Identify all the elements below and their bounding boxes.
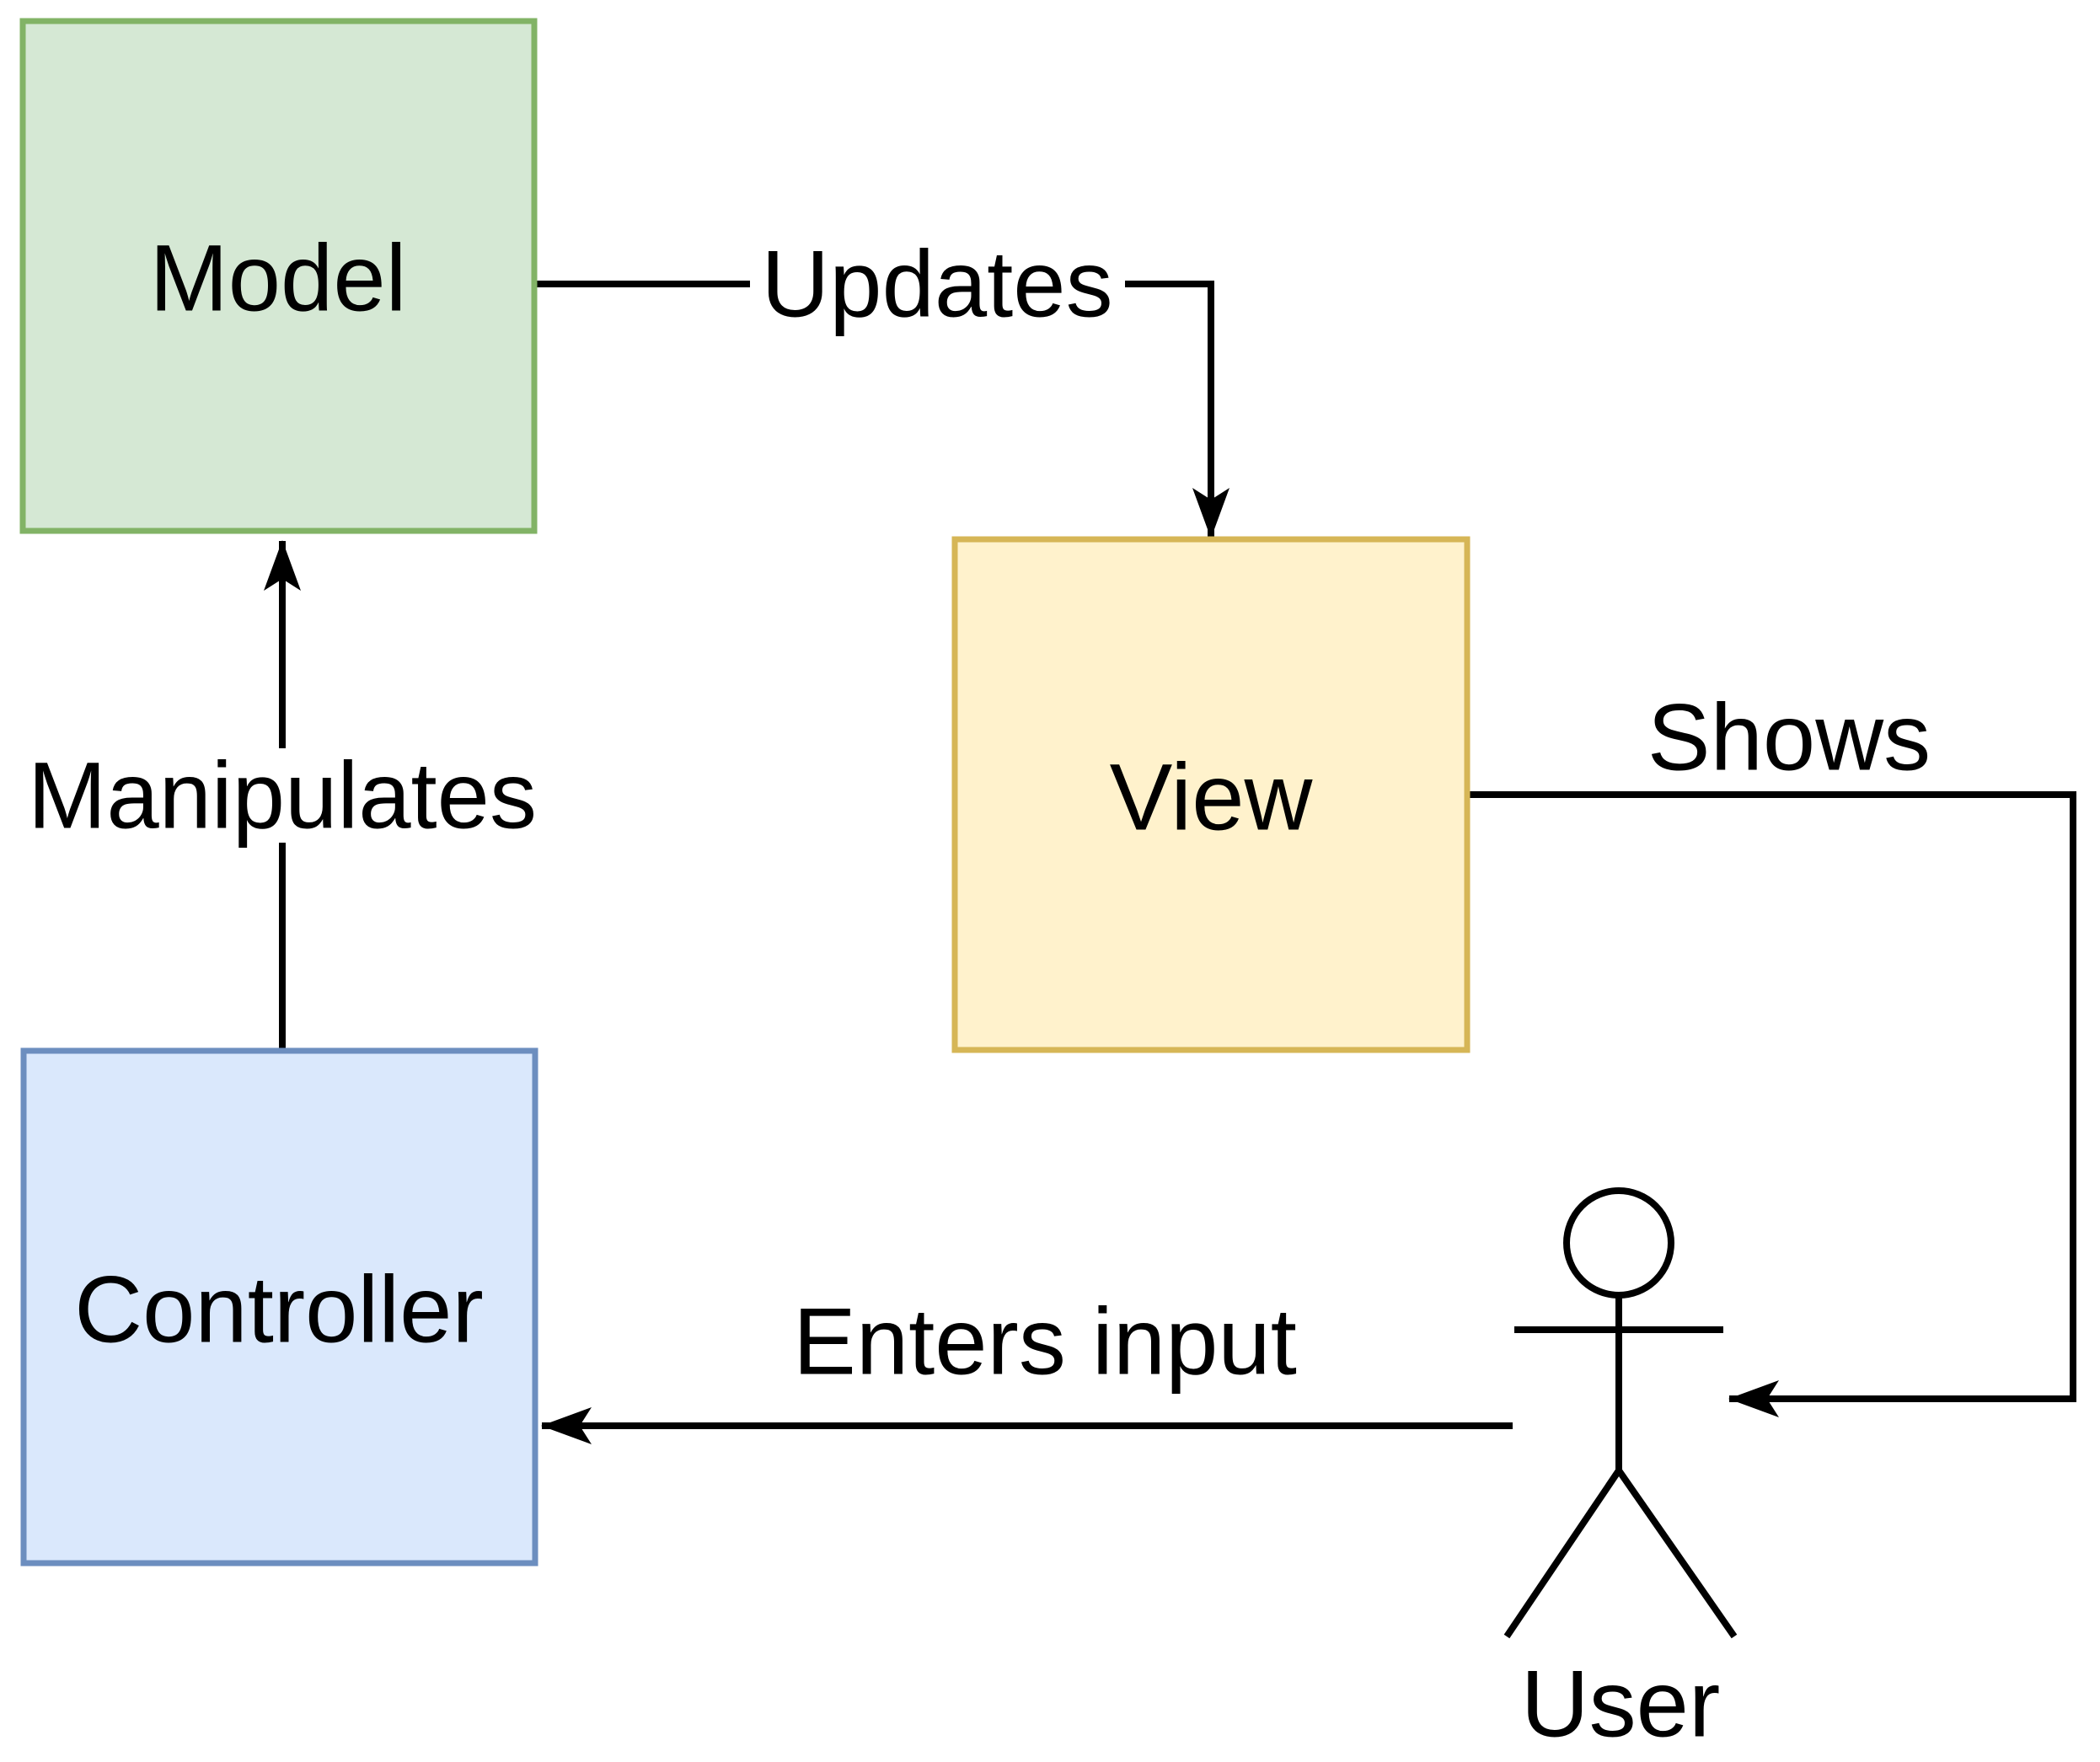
controller-label: Controller xyxy=(74,1257,484,1363)
updates-label-background xyxy=(750,237,1125,331)
controller-box xyxy=(20,1047,538,1567)
shows-connector-line xyxy=(1467,791,2076,1417)
edge-shows: Shows xyxy=(1467,685,2076,1417)
updates-label: Updates xyxy=(761,232,1112,337)
user-left-leg-icon xyxy=(1503,1468,1622,1639)
shows-label: Shows xyxy=(1647,685,1931,790)
enters-input-label: Enters input xyxy=(793,1289,1297,1395)
model-label: Model xyxy=(149,226,406,331)
edge-enters-input: Enters input xyxy=(541,1289,1513,1444)
edge-manipulates: Manipulates xyxy=(25,540,539,1051)
user-actor: User xyxy=(1503,1187,1738,1757)
edge-updates: Updates xyxy=(534,232,1229,538)
node-view: View xyxy=(951,536,1471,1053)
user-right-leg-icon xyxy=(1615,1468,1738,1639)
model-box xyxy=(19,18,538,534)
user-label: User xyxy=(1521,1652,1720,1757)
manipulates-label-background xyxy=(25,748,539,843)
view-label: View xyxy=(1110,745,1314,850)
node-controller: Controller xyxy=(20,1047,538,1567)
node-model: Model xyxy=(19,18,538,534)
view-box xyxy=(951,536,1471,1053)
manipulates-label: Manipulates xyxy=(28,743,537,849)
